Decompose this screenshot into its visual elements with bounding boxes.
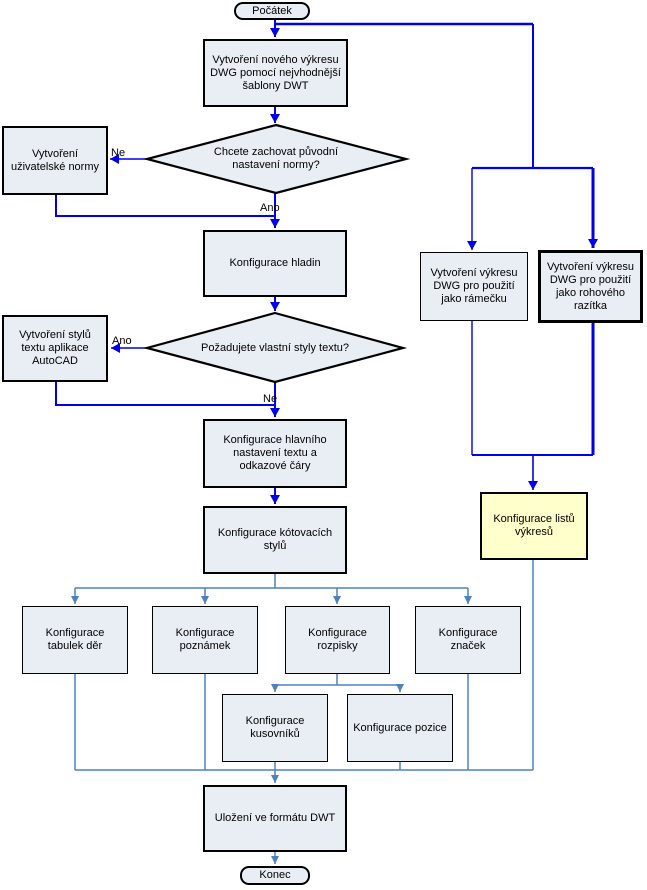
process-boms-config: Konfigurace kusovníků <box>222 694 328 762</box>
edge-label-yes-1: Ano <box>260 202 280 214</box>
main-flow-connectors <box>55 19 598 504</box>
terminator-start: Počátek <box>234 2 310 20</box>
process-user-standard: Vytvoření uživatelské normy <box>2 126 108 195</box>
process-stamp-dwg: Vytvoření výkresu DWG pro použití jako r… <box>538 250 643 323</box>
process-save-dwt: Uložení ve formátu DWT <box>203 785 347 852</box>
process-notes-config: Konfigurace poznámek <box>152 606 258 674</box>
process-main-text-config: Konfigurace hlavního nastavení textu a o… <box>203 419 347 488</box>
process-create-dwg: Vytvoření nového výkresu DWG pomocí nejv… <box>203 39 348 107</box>
decision-keep-standard: Chcete zachovat původní nastavení normy? <box>213 146 339 171</box>
process-hole-tables-config: Konfigurace tabulek děr <box>22 606 128 674</box>
edge-label-no-2: Ne <box>263 393 278 405</box>
decision-own-text-styles: Požadujete vlastní styly textu? <box>201 341 349 354</box>
process-frame-dwg: Vytvoření výkresu DWG pro použití jako r… <box>420 252 528 321</box>
process-sheet-config: Konfigurace listů výkresů <box>480 492 588 560</box>
edge-label-no-1: Ne <box>111 147 126 159</box>
branch-connectors <box>71 560 534 864</box>
decision-keep-standard-shape <box>142 123 411 195</box>
decision-own-text-styles-shape <box>142 311 408 384</box>
process-dim-styles-config: Konfigurace kótovacích stylů <box>203 506 347 574</box>
process-text-styles: Vytvoření stylů textu aplikace AutoCAD <box>2 315 108 382</box>
terminator-end: Konec <box>240 866 310 885</box>
process-layers-config: Konfigurace hladin <box>203 230 347 297</box>
process-balloons-config: Konfigurace pozice <box>347 694 453 762</box>
process-parts-list-config: Konfigurace rozpisky <box>285 606 390 674</box>
edge-label-yes-2: Ano <box>112 335 132 347</box>
process-symbols-config: Konfigurace značek <box>415 606 521 674</box>
